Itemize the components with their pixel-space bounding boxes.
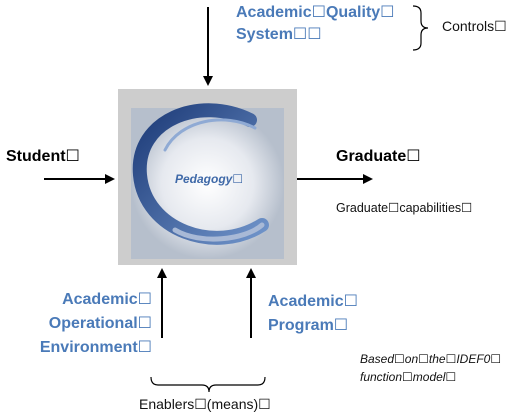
input-label: Student☐ xyxy=(6,148,80,165)
pedagogy-emblem-icon xyxy=(131,103,284,259)
process-label: Pedagogy☐ xyxy=(175,172,244,186)
controls-label-line2: System☐☐ xyxy=(236,26,322,43)
controls-brace xyxy=(412,5,429,51)
idef0-note-line1: Based☐on☐the☐IDEF0☐ xyxy=(360,352,502,366)
enabler-right-label: Academic☐ Program☐ xyxy=(268,290,358,338)
enablers-brace xyxy=(150,376,266,393)
output-label: Graduate☐ xyxy=(336,148,421,165)
enabler-left-line2: Operational☐ xyxy=(48,315,152,332)
idef0-note: Based☐on☐the☐IDEF0☐ function☐model☐ xyxy=(360,350,510,386)
enabler-left-label: Academic☐ Operational☐ Environment☐ xyxy=(20,288,152,360)
enabler-left-line3: Environment☐ xyxy=(39,339,152,356)
controls-label: Academic☐Quality☐ System☐☐ xyxy=(236,2,396,46)
controls-bracket-label: Controls☐ xyxy=(442,18,507,34)
idef0-note-line2: function☐model☐ xyxy=(360,370,457,384)
controls-label-line1: Academic☐Quality☐ xyxy=(236,4,395,21)
output-sublabel: Graduate☐capabilities☐ xyxy=(336,201,473,215)
enabler-right-line1: Academic☐ xyxy=(268,293,358,310)
enablers-bracket-label: Enablers☐(means)☐ xyxy=(139,396,271,412)
enabler-right-line2: Program☐ xyxy=(268,317,349,334)
enabler-left-line1: Academic☐ xyxy=(62,291,152,308)
